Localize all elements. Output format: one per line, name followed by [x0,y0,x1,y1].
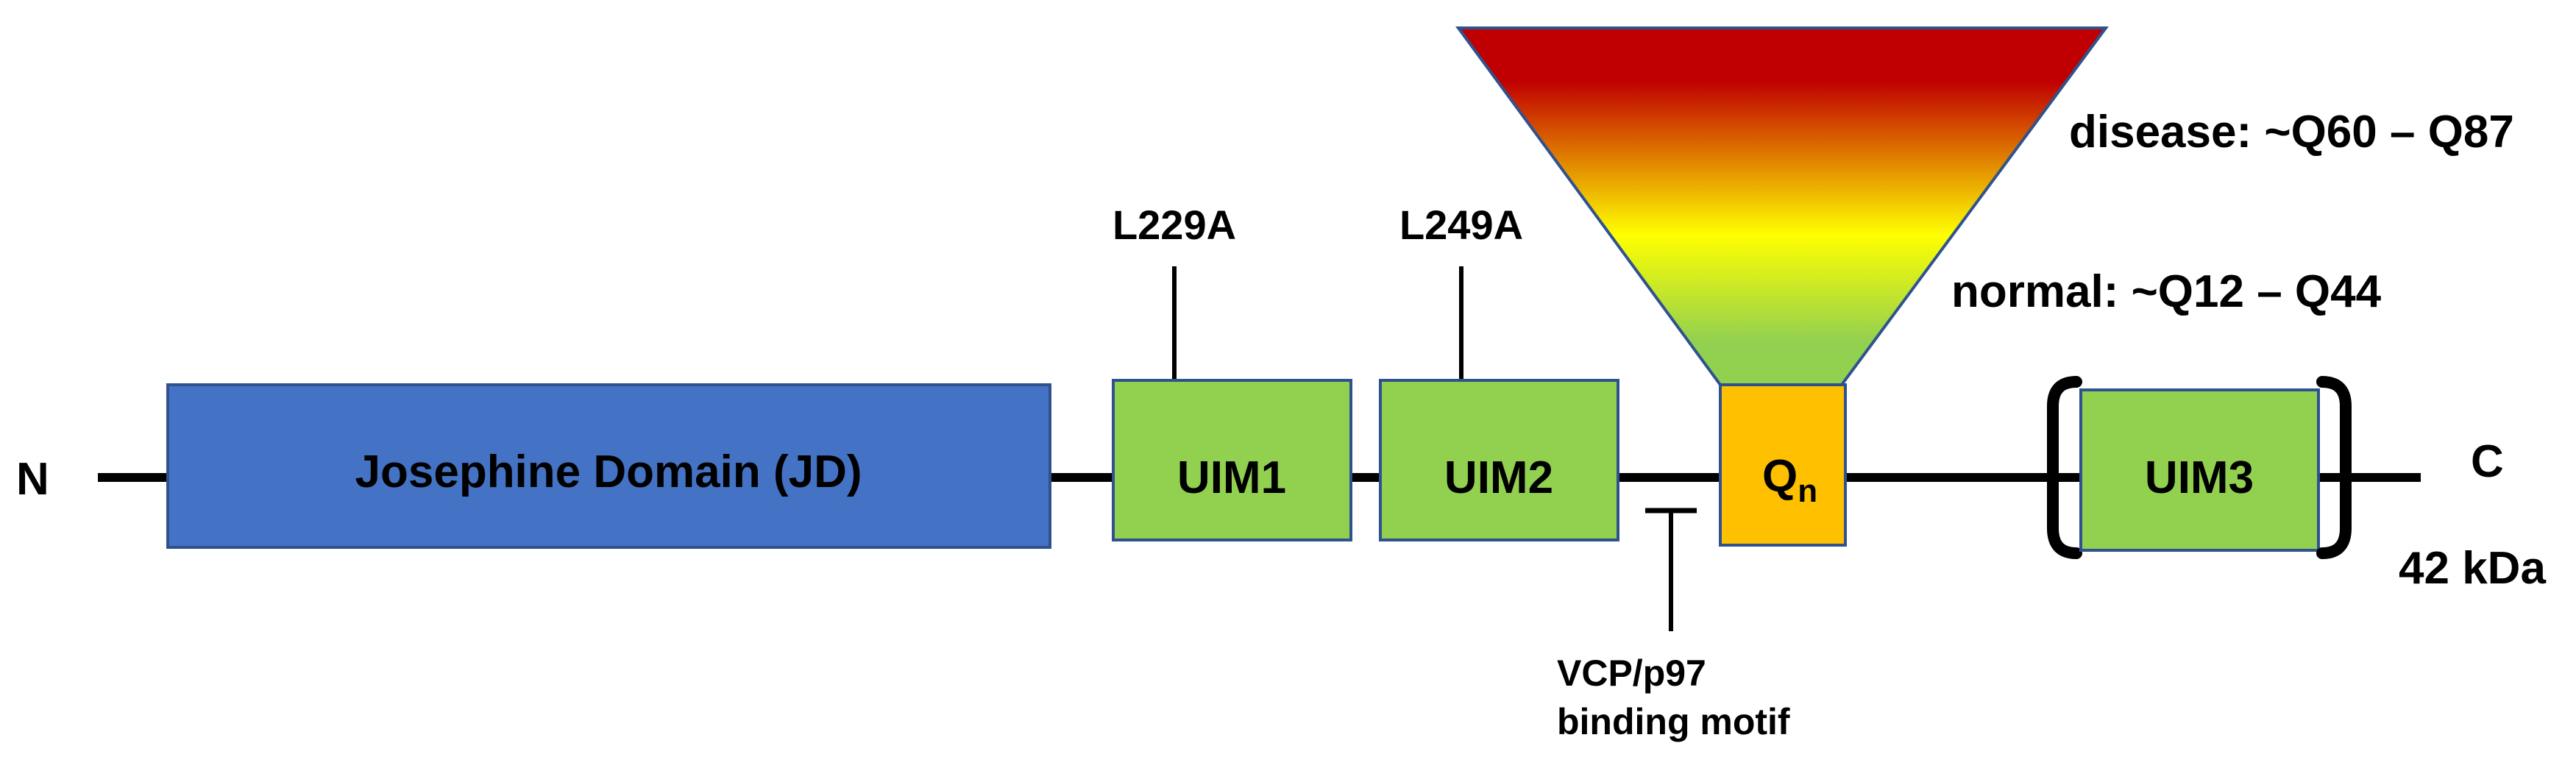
uim3-left-bracket [2047,376,2082,559]
polyq-label: Qn [1762,451,1817,509]
uim2-label: UIM2 [1444,452,1553,503]
polyq-expansion-funnel [1455,26,2109,386]
uim3-label: UIM3 [2145,452,2254,503]
uim2-box [1379,379,1619,541]
polyq-label-base: Q [1762,451,1798,502]
josephine-domain-box [166,383,1051,549]
motif-label-line2: binding motif [1557,701,1790,742]
molecular-weight-label: 42 kDa [2399,543,2546,594]
polyq-label-subscript: n [1798,473,1817,509]
c-terminus-label: C [2471,436,2504,487]
uim3-right-bracket [2316,376,2352,559]
uim1-box [1112,379,1352,541]
disease-range-label: disease: ~Q60 – Q87 [2069,107,2514,157]
josephine-domain-label: Josephine Domain (JD) [355,447,862,497]
mutation-label-l229a: L229A [1113,202,1236,248]
uim3-box [2079,388,2320,552]
motif-label-line1: VCP/p97 [1557,653,1706,694]
n-terminus-label: N [16,454,49,505]
mutation-label-l249a: L249A [1399,202,1523,248]
polyq-box [1719,383,1847,547]
uim1-label: UIM1 [1177,452,1286,503]
normal-range-label: normal: ~Q12 – Q44 [1951,266,2382,317]
